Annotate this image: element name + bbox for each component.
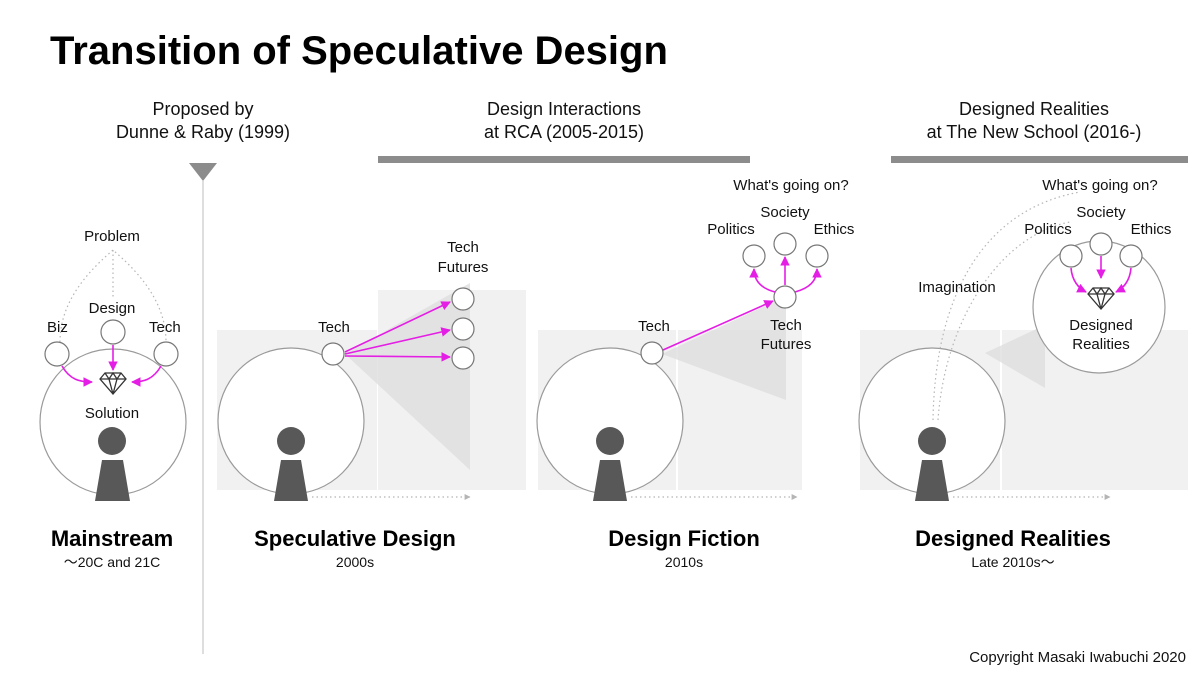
tech-node: [153, 341, 179, 367]
section-fiction: What's going on? Society Politics Ethics…: [536, 177, 855, 570]
mainstream-problem-label: Problem: [84, 228, 140, 245]
realities-cone: [985, 325, 1045, 388]
design-node: [100, 319, 126, 345]
futures-to-politics-arrow: [749, 268, 776, 293]
fiction-tech-label: Tech: [638, 318, 670, 335]
ethics-to-realities-arrow: [1115, 267, 1132, 293]
person-head: [98, 427, 126, 455]
fiction-ethics-label: Ethics: [814, 221, 855, 238]
mainstream-title: Mainstream: [51, 526, 173, 551]
triangle-down-icon: [189, 163, 217, 181]
tech-to-solution-arrow: [131, 365, 162, 387]
speculative-tech-node: [321, 342, 345, 366]
header-rca-line1: Design Interactions: [487, 99, 641, 119]
future-node-3: [451, 346, 475, 370]
realities-society-node: [1089, 232, 1113, 256]
future-node-2: [451, 317, 475, 341]
futures-to-ethics-arrow: [794, 268, 822, 293]
mainstream-tech-label: Tech: [149, 319, 181, 336]
fiction-futures-line2: Futures: [761, 336, 812, 353]
realities-politics-node: [1059, 244, 1083, 268]
politics-node: [742, 244, 766, 268]
society-node: [773, 232, 797, 256]
realities-title: Designed Realities: [915, 526, 1111, 551]
header-newschool-line2: at The New School (2016-): [927, 122, 1142, 142]
tech-to-futures-arrow: [662, 300, 774, 351]
fiction-question: What's going on?: [733, 177, 848, 194]
realities-designed-line1: Designed: [1069, 317, 1132, 334]
newschool-period-bar: [891, 156, 1188, 163]
person-body: [593, 460, 627, 501]
person-head: [596, 427, 624, 455]
person-body: [95, 460, 130, 501]
fiction-politics-label: Politics: [707, 221, 755, 238]
tech-to-future-arrow-3: [344, 352, 451, 362]
speculative-tech-label: Tech: [318, 319, 350, 336]
rca-period-bar: [378, 156, 750, 163]
mainstream-solution-label: Solution: [85, 405, 139, 422]
fiction-tech-node: [640, 341, 664, 365]
tech-to-future-arrow-2: [344, 327, 451, 355]
biz-to-solution-arrow: [61, 365, 93, 387]
person-body: [915, 460, 949, 501]
fiction-title: Design Fiction: [608, 526, 760, 551]
realities-period: Late 2010s～: [971, 554, 1054, 570]
speculative-title: Speculative Design: [254, 526, 456, 551]
person-head: [918, 427, 946, 455]
realities-imagination-label: Imagination: [918, 279, 996, 296]
header-newschool-line1: Designed Realities: [959, 99, 1109, 119]
header-rca-line2: at RCA (2005-2015): [484, 122, 644, 142]
fiction-futures-node: [773, 285, 797, 309]
person-head: [277, 427, 305, 455]
realities-politics-label: Politics: [1024, 221, 1072, 238]
section-speculative: Tech Tech Futures Speculative Design 200…: [217, 239, 489, 570]
mainstream-biz-label: Biz: [47, 319, 68, 336]
header-rca: Design Interactions at RCA (2005-2015): [378, 99, 750, 163]
header-proposed-line2: Dunne & Raby (1999): [116, 122, 290, 142]
speculative-futures-line1: Tech: [447, 239, 479, 256]
futures-cone: [345, 283, 470, 470]
section-realities: Imagination What's going on? Society Pol…: [858, 177, 1172, 570]
imagination-path-1: [932, 191, 1081, 421]
ethics-node: [805, 244, 829, 268]
realities-question: What's going on?: [1042, 177, 1157, 194]
fiction-futures-line1: Tech: [770, 317, 802, 334]
realities-ethics-node: [1119, 244, 1143, 268]
politics-to-realities-arrow: [1070, 267, 1087, 293]
imagination-path-2: [937, 221, 1071, 421]
future-node-1: [451, 287, 475, 311]
diamond-icon: [1087, 286, 1115, 310]
fiction-period: 2010s: [665, 554, 703, 570]
speculative-period: 2000s: [336, 554, 374, 570]
page-title: Transition of Speculative Design: [50, 29, 668, 73]
diamond-icon: [99, 371, 127, 395]
header-proposed: Proposed by Dunne & Raby (1999): [116, 99, 290, 142]
biz-node: [44, 341, 70, 367]
mainstream-design-label: Design: [89, 300, 136, 317]
speculative-futures-line2: Futures: [438, 259, 489, 276]
header-proposed-line1: Proposed by: [152, 99, 253, 119]
realities-society-label: Society: [1076, 204, 1126, 221]
fiction-cone: [662, 296, 786, 400]
person-body: [274, 460, 308, 501]
tech-to-future-arrow-1: [344, 301, 451, 353]
section-mainstream: Problem Design Biz Tech Solution Mainstr…: [39, 228, 187, 570]
copyright: Copyright Masaki Iwabuchi 2020: [969, 649, 1186, 666]
mainstream-period: ～20C and 21C: [64, 554, 161, 570]
fiction-society-label: Society: [760, 204, 810, 221]
realities-designed-line2: Realities: [1072, 336, 1130, 353]
realities-ethics-label: Ethics: [1131, 221, 1172, 238]
header-newschool: Designed Realities at The New School (20…: [891, 99, 1188, 163]
